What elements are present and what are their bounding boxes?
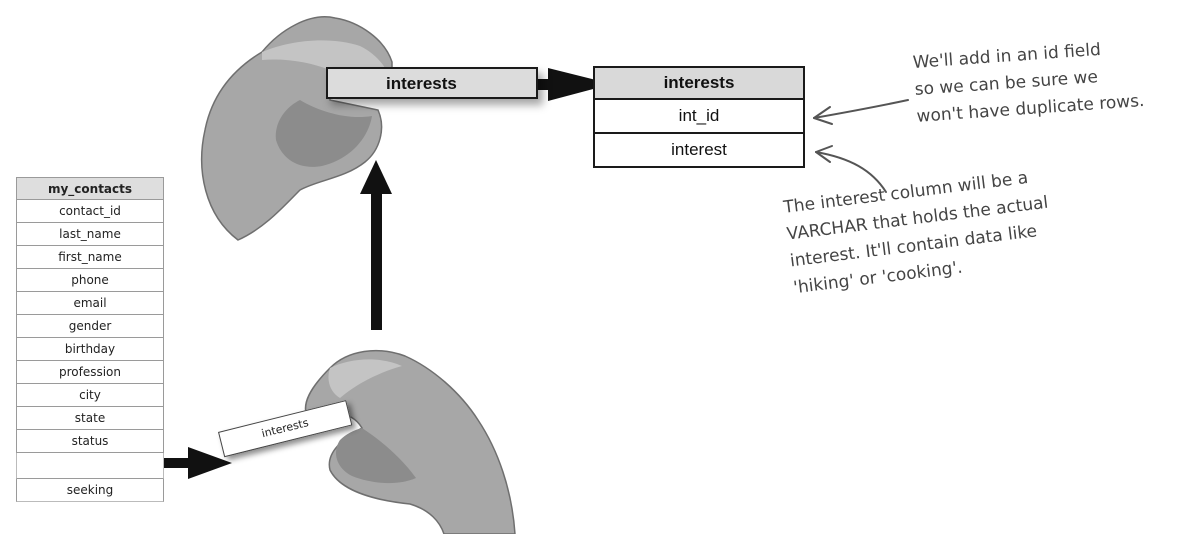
bottom-hand — [304, 349, 516, 534]
top-hand — [200, 16, 393, 241]
column-status: status — [16, 430, 164, 453]
column-int-id: int_id — [595, 98, 803, 132]
column-phone: phone — [16, 269, 164, 292]
note-arrow-interest-column — [815, 145, 887, 193]
column-interest: interest — [595, 132, 803, 166]
column-birthday: birthday — [16, 338, 164, 361]
column-email: email — [16, 292, 164, 315]
held-interests-label-text: interests — [386, 74, 457, 93]
note-id-field: We'll add in an id field so we can be su… — [912, 34, 1145, 131]
my-contacts-table: my_contacts contact_id last_name first_n… — [16, 177, 164, 502]
column-profession: profession — [16, 361, 164, 384]
my-contacts-table-title: my_contacts — [16, 177, 164, 200]
column-state: state — [16, 407, 164, 430]
upward-arrow — [360, 160, 392, 330]
column-city: city — [16, 384, 164, 407]
note-arrow-id-field — [813, 99, 909, 125]
column-contact-id: contact_id — [16, 200, 164, 223]
interests-table-title: interests — [595, 68, 803, 98]
column-first-name: first_name — [16, 246, 164, 269]
column-last-name: last_name — [16, 223, 164, 246]
removed-column-slot — [16, 453, 164, 479]
interests-table: interests int_id interest — [593, 66, 805, 168]
column-seeking: seeking — [16, 479, 164, 502]
held-interests-label: interests — [326, 67, 538, 99]
column-gender: gender — [16, 315, 164, 338]
